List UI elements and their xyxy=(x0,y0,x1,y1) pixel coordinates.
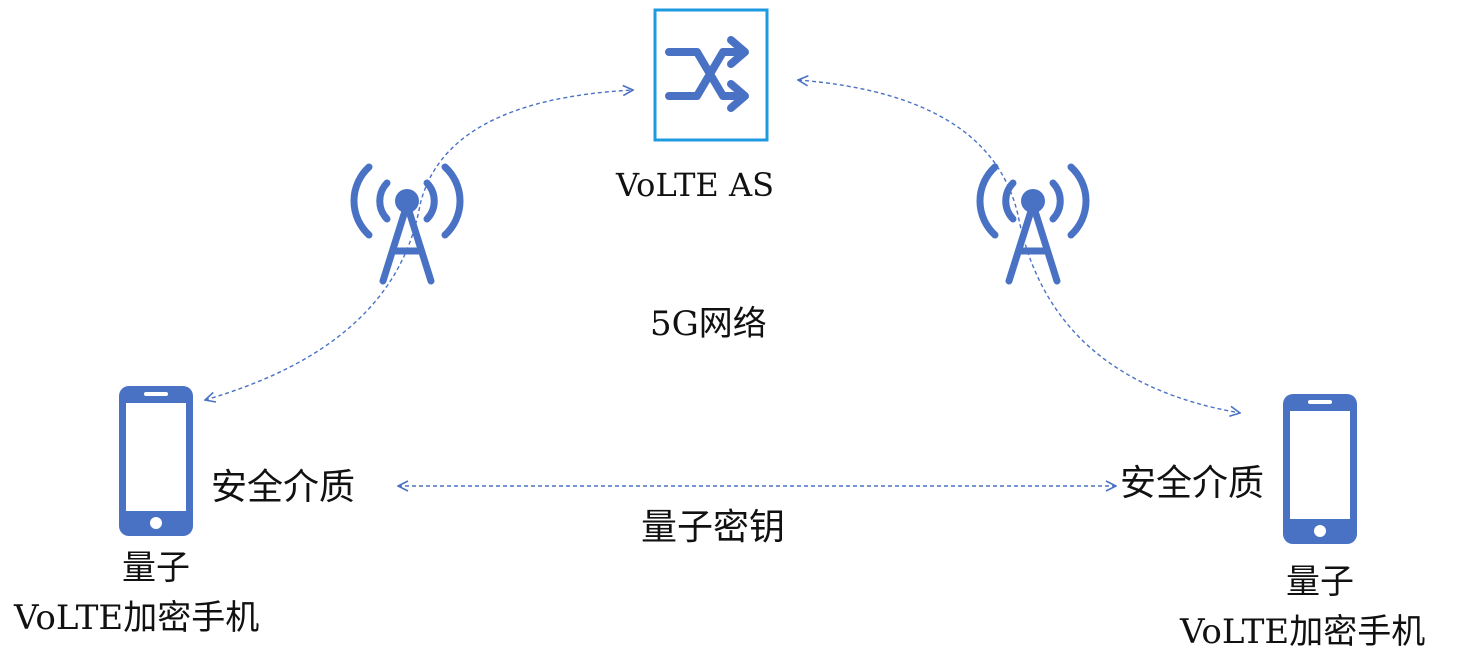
left-phone-label-line2: VoLTE加密手机 xyxy=(14,598,260,638)
left-smartphone-icon xyxy=(119,386,193,536)
right-cell-tower-icon xyxy=(976,163,1090,285)
shuffle-switch-icon xyxy=(653,8,769,142)
right-medium-label: 安全介质 xyxy=(1120,463,1265,504)
left-cell-tower-icon xyxy=(350,163,464,285)
network-label: 5G网络 xyxy=(650,304,767,344)
right-phone-label-line2: VoLTE加密手机 xyxy=(1180,612,1426,652)
right-smartphone-icon xyxy=(1283,394,1357,544)
right-phone-label-line1: 量子 xyxy=(1286,562,1354,602)
left-medium-label: 安全介质 xyxy=(211,467,356,508)
quantum-key-label: 量子密钥 xyxy=(641,507,786,548)
server-label: VoLTE AS xyxy=(616,166,774,204)
left-phone-label-line1: 量子 xyxy=(122,548,190,588)
